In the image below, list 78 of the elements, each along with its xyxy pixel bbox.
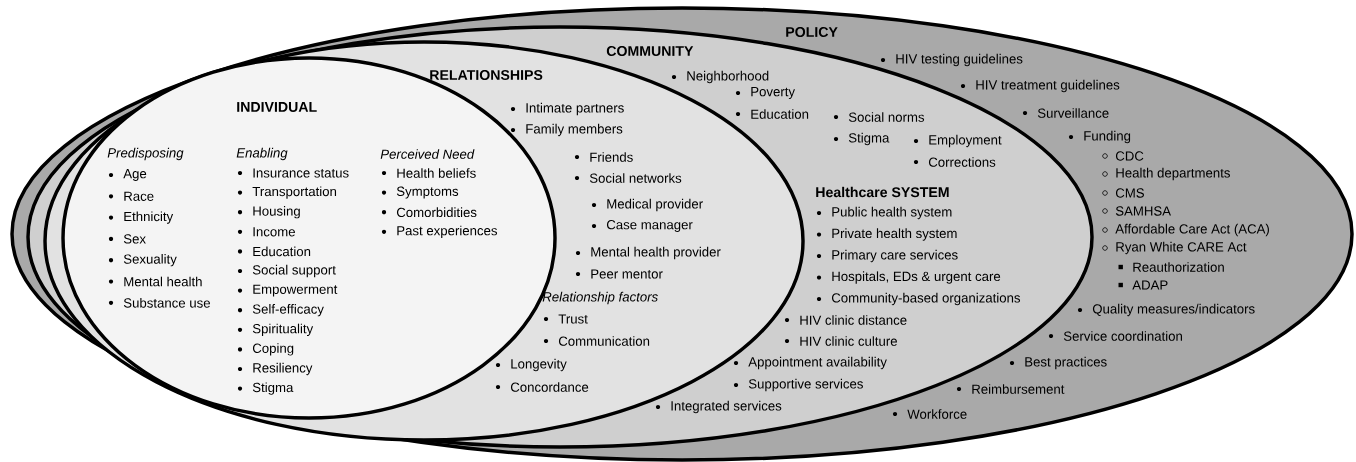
bullet-item: SAMHSA (1102, 206, 1171, 216)
bullet-item: Intimate partners (510, 102, 624, 116)
bullet-item: Insurance status (237, 168, 349, 178)
bullet-item: Primary care services (816, 249, 958, 263)
bullet-item: Corrections (913, 157, 996, 167)
band-heading: POLICY (786, 27, 838, 37)
bullet-item: Stigma (833, 132, 890, 146)
band-heading: RELATIONSHIPS (430, 70, 543, 80)
bullet-item: Family members (510, 123, 623, 137)
bullet-item: Housing (237, 206, 300, 219)
bullet-item: Affordable Care Act (ACA) (1102, 223, 1269, 237)
bullet-item: Education (237, 246, 311, 257)
bullet-item: Public health system (816, 206, 952, 220)
bullet-item: HIV testing guidelines (880, 53, 1023, 67)
bullet-item: Peer mentor (575, 269, 663, 279)
bullet-item: Reauthorization (1118, 262, 1224, 272)
bullet-item: Surveillance (1022, 108, 1109, 118)
bullet-item: Friends (574, 152, 633, 162)
bullet-item: Quality measures/indicators (1077, 303, 1255, 317)
bullet-item: Self-efficacy (237, 304, 324, 317)
bullet-item: HIV clinic distance (784, 315, 907, 325)
bullet-item: Communication (543, 336, 650, 346)
bullet-item: Best practices (1009, 356, 1107, 370)
bullet-item: Integrated services (655, 400, 782, 414)
bullet-item: CDC (1102, 151, 1144, 161)
bullet-item: Social support (237, 264, 336, 278)
bullet-item: Social norms (833, 112, 925, 122)
bullet-item: Hospitals, EDs & urgent care (816, 271, 1001, 284)
bullet-item: Community-based organizations (816, 292, 1021, 306)
bullet-item: Longevity (495, 358, 567, 372)
bullet-item: Health departments (1102, 167, 1230, 181)
bullet-item: Supportive services (733, 378, 863, 392)
bullet-item: Comorbidities (381, 207, 477, 218)
bullet-item: Income (237, 227, 295, 237)
bullet-item: Private health system (816, 228, 957, 241)
bullet-item: HIV clinic culture (784, 336, 897, 346)
category-heading: Relationship factors (542, 291, 658, 305)
bullet-item: Substance use (108, 297, 210, 308)
bullet-item: Race (108, 191, 154, 201)
bullet-item: Sex (108, 234, 146, 244)
category-heading: Enabling (236, 147, 288, 161)
bullet-item: Workforce (892, 409, 967, 419)
bullet-item: Past experiences (381, 225, 498, 238)
bullet-item: Age (108, 169, 147, 181)
category-heading: Predisposing (107, 147, 184, 161)
bullet-item: Medical provider (591, 198, 703, 212)
bullet-item: Neighborhood (671, 70, 769, 84)
bullet-item: Case manager (591, 220, 693, 232)
bullet-item: Coping (237, 343, 294, 356)
bullet-item: Poverty (735, 87, 795, 99)
bullet-item: HIV treatment guidelines (960, 79, 1120, 93)
bullet-item: Reimbursement (956, 384, 1065, 394)
bullet-item: Sexuality (108, 254, 177, 267)
bullet-item: CMS (1102, 188, 1144, 198)
bullet-item: Funding (1068, 130, 1131, 144)
bullet-item: Trust (543, 314, 588, 324)
bullet-item: Mental health (108, 276, 202, 287)
bullet-item: Resiliency (237, 362, 313, 376)
bullet-item: Health beliefs (381, 168, 476, 178)
band-heading: INDIVIDUAL (237, 102, 317, 112)
bullet-item: Stigma (237, 382, 294, 395)
bullet-item: Transportation (237, 186, 337, 199)
bullet-item: Service coordination (1048, 331, 1182, 341)
band-heading: COMMUNITY (606, 46, 694, 56)
bullet-item: Mental health provider (575, 246, 721, 260)
bullet-item: Social networks (574, 173, 682, 183)
category-heading: Perceived Need (380, 149, 475, 159)
bullet-item: Symptoms (381, 186, 459, 199)
bullet-item: Concordance (495, 382, 589, 392)
bullet-item: Ryan White CARE Act (1102, 241, 1247, 255)
bullet-item: Empowerment (237, 284, 338, 297)
band-heading: Healthcare SYSTEM (816, 186, 949, 198)
bullet-item: Spirituality (237, 323, 314, 336)
bullet-item: Appointment availability (733, 356, 887, 370)
bullet-item: Education (735, 109, 809, 119)
bullet-item: ADAP (1118, 280, 1168, 290)
bullet-item: Ethnicity (108, 211, 174, 224)
bullet-item: Employment (913, 134, 1002, 148)
